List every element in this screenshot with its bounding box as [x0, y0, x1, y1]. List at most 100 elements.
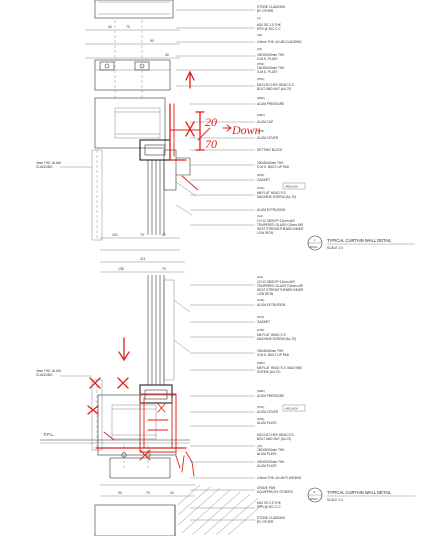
- x-mark-icon: [87, 405, 99, 415]
- dimension: 211: [140, 257, 146, 261]
- dimension: 21: [162, 233, 166, 237]
- detail-title-2: 2 DS01 TYPICAL CURTAIN WALL DETAIL SCALE…: [307, 487, 415, 503]
- material-tag: (P51): [257, 77, 264, 81]
- dimension: 70: [140, 233, 144, 237]
- note: LOW IRON: [257, 292, 274, 296]
- material-tag: (P44): [257, 186, 264, 190]
- detail-title: TYPICAL CURTAIN WALL DETAIL: [327, 238, 392, 243]
- note: ALUM PLATE: [257, 464, 277, 468]
- leader-lines: [60, 9, 255, 521]
- material-tag: (2): [257, 16, 261, 20]
- dimension: 90: [150, 39, 154, 43]
- side-arch-tags: ARCH/JA ARCH/JA: [282, 182, 306, 412]
- detail-scale: SCALE 1:4: [327, 246, 343, 250]
- note: BY OTHER: [257, 9, 274, 13]
- x-mark-icon: [117, 377, 129, 389]
- material-tag: (G2): [257, 214, 263, 218]
- detail-sheet: DS01: [310, 245, 318, 249]
- note: CLADDING: [36, 373, 53, 377]
- note: BY OTHER: [257, 520, 274, 524]
- note: G.M.S. BUILT-UP PAD: [257, 353, 290, 357]
- detail-title: TYPICAL CURTAIN WALL DETAIL: [327, 490, 392, 495]
- note: HEAT STRENGTHENED INNER: [257, 227, 304, 231]
- ffl-label: F.F.L.: [44, 432, 54, 437]
- note: ALUM EXTRUSION: [257, 303, 286, 307]
- note: MACHINE SCREW (A4-70): [257, 337, 296, 341]
- material-tag: (P52): [257, 62, 264, 66]
- note: 150x50x5mm THK.: [257, 349, 284, 353]
- markup-dimension: 20: [205, 115, 217, 129]
- note: M10 SS 2.5 THK: [257, 501, 282, 505]
- note: ALUM COVER: [257, 410, 279, 414]
- note: G.M.S. PLATE: [257, 57, 278, 61]
- note: CLADDING: [36, 165, 53, 169]
- note: STONE CLADDING: [257, 516, 286, 520]
- detail-title-1: 1 DS01 TYPICAL CURTAIN WALL DETAIL SCALE…: [307, 235, 415, 251]
- upper-detail-geometry: [85, 0, 197, 251]
- note: G.M.S. BUILT-UP PAD: [257, 165, 290, 169]
- dimension: 40: [170, 491, 174, 495]
- note: 4.5mm THK. ALUM CLADDING: [257, 40, 302, 44]
- dimension: 40: [108, 25, 112, 29]
- material-tag: (P51): [257, 405, 264, 409]
- note: M8 FLAT HEAD S.S.: [257, 333, 287, 337]
- dimension: 135: [118, 267, 124, 271]
- note: 150X50X5mm THK.: [257, 66, 285, 70]
- material-tag: (P35): [257, 129, 264, 133]
- material-tag: (36): [257, 33, 262, 37]
- note: SETTING BLOCK: [257, 148, 283, 152]
- note: 200x50x5mm THK.: [257, 161, 284, 165]
- note: LOW IRON: [257, 231, 274, 235]
- material-tag: (P18): [257, 173, 264, 177]
- note: M10 SS 2.5 THK: [257, 23, 282, 27]
- material-tag: (P44): [257, 298, 264, 302]
- note: EQUIPPED BY OTHERS: [257, 490, 293, 494]
- markup-dimension: 70: [205, 137, 217, 151]
- material-tag: (M52): [257, 389, 265, 393]
- material-tag: (M51): [257, 361, 265, 365]
- material-tag: (M52): [257, 96, 265, 100]
- note: EPN @ 30C C.C: [257, 27, 281, 31]
- note: 12+12.28/SGP+12mm AIR: [257, 280, 295, 284]
- material-tag: (P18): [257, 315, 264, 319]
- note: ALUM COVER: [257, 136, 279, 140]
- dimension-labels: 40 70 90 40 115 70 21 211 135 70 90 70 4…: [108, 25, 174, 495]
- x-mark-icon: [185, 121, 195, 137]
- arrow-down-icon: [118, 337, 130, 362]
- material-tag: (31): [257, 444, 262, 448]
- red-markup-lower: [87, 337, 195, 477]
- arrow-right-icon: [222, 124, 232, 132]
- note: GASKET: [257, 178, 270, 182]
- material-tag: (M51): [257, 113, 265, 117]
- detail-sheet: DS01: [310, 497, 318, 501]
- note: ALUM CAP: [257, 120, 273, 124]
- detail-scale: SCALE 1:4: [327, 498, 343, 502]
- left-notes: 3mm THK. ALUM CLADDING 3mm THK. ALUM CLA…: [36, 161, 61, 437]
- note: SCREW (A4-70): [257, 370, 280, 374]
- note: TEMPERED GLASS+12mm AIR: [257, 284, 304, 288]
- detail-number: 1: [314, 238, 316, 242]
- dimension: 70: [162, 267, 166, 271]
- note: G.M.S. PLATE: [257, 70, 278, 74]
- arrow-up-icon: [185, 70, 195, 89]
- upper-material-tags: (2) (36) (31) (P52) (P51) (M52) (M51) (P…: [257, 16, 265, 218]
- note: 3mm THK. ALUM: [36, 369, 61, 373]
- note: M8 FLAT HEAD S.S. MACHINE: [257, 366, 302, 370]
- note: 150X50X5mm THK.: [257, 448, 285, 452]
- x-mark-icon: [89, 377, 101, 389]
- note: 12+12.28/SGP+12mm AIR: [257, 219, 295, 223]
- arch-tag: ARCH/JA: [285, 407, 298, 411]
- note: MACHINE SCREW (A4-70): [257, 195, 296, 199]
- lower-material-tags: (G2) (P44) (P18) (P35) (M51) (M52) (P51)…: [257, 275, 265, 448]
- dimension: 70: [146, 491, 150, 495]
- note: BOLT AND NUT (A4-70): [257, 87, 291, 91]
- red-markup-upper: 20 70 Down: [169, 70, 261, 191]
- upper-notes: STONE CLADDING BY OTHER M10 SS 2.5 THK E…: [257, 5, 304, 235]
- note: ALUM EXTRUSION: [257, 208, 286, 212]
- detail-number: 2: [314, 490, 316, 494]
- lower-detail-geometry: [40, 261, 263, 536]
- arch-tag: ARCH/JA: [285, 185, 298, 189]
- dimension: 90: [118, 491, 122, 495]
- note: 3mm THK. ALUM: [36, 161, 61, 165]
